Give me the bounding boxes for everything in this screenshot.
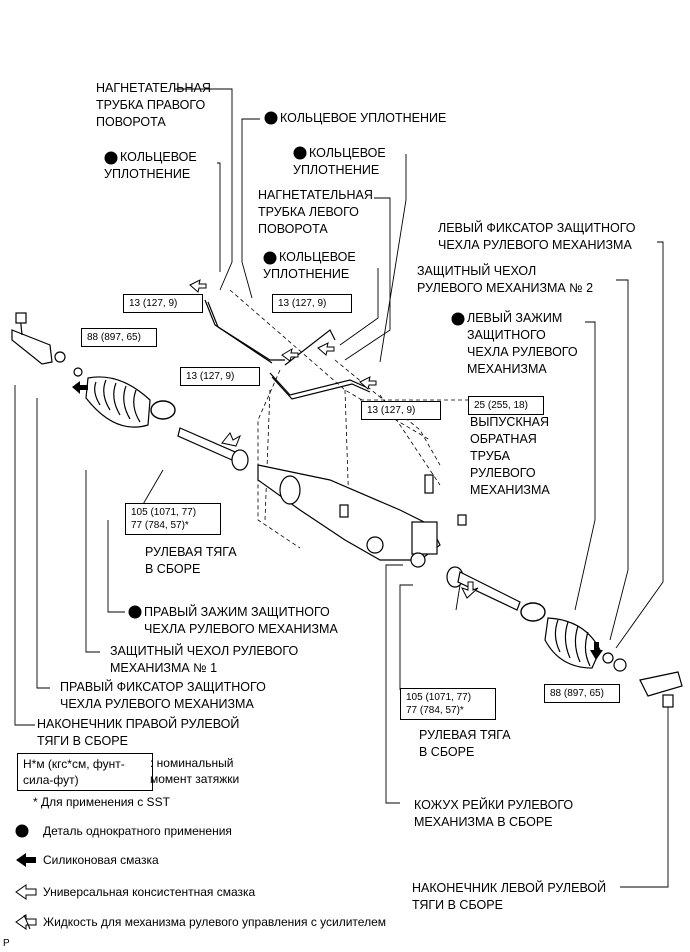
label-o-ring-left-text: КОЛЬЦЕВОЕ УПЛОТНЕНИЕ bbox=[104, 150, 197, 181]
single-use-markers bbox=[15, 111, 465, 838]
legend-unit-text: : номинальный момент затяжки bbox=[150, 756, 240, 786]
legend-fluid: Жидкость для механизма рулевого управлен… bbox=[43, 915, 386, 929]
open-arrows bbox=[221, 432, 479, 599]
label-o-ring-top-text: КОЛЬЦЕВОЕ УПЛОТНЕНИЕ bbox=[280, 111, 447, 125]
torque-box-4: 13 (127, 9) bbox=[361, 401, 441, 420]
return-tube bbox=[424, 474, 434, 494]
fluid-arrows bbox=[189, 279, 377, 390]
label-left-turn-pressure-tube: НАГНЕТАТЕЛЬНАЯ ТРУБКА ЛЕВОГО ПОВОРОТА bbox=[258, 188, 373, 236]
footer-code: P bbox=[3, 938, 10, 949]
label-right-turn-pressure-tube: НАГНЕТАТЕЛЬНАЯ ТРУБКА ПРАВОГО ПОВОРОТА bbox=[96, 81, 211, 129]
left-rack-boot bbox=[544, 617, 601, 669]
label-o-ring-mid: КОЛЬЦЕВОЕ УПЛОТНЕНИЕ bbox=[263, 249, 356, 283]
right-tie-rod-end bbox=[11, 312, 53, 365]
torque-box-2: 13 (127, 9) bbox=[272, 294, 352, 313]
left-boot-clip bbox=[602, 652, 614, 664]
label-return-tube: ВЫПУСКНАЯ ОБРАТНАЯ ТРУБА РУЛЕВОГО МЕХАНИ… bbox=[470, 415, 550, 497]
left-boot-clamp bbox=[520, 602, 546, 622]
label-right-tie-rod-end: НАКОНЕЧНИК ПРАВОЙ РУЛЕВОЙ ТЯГИ В СБОРЕ bbox=[37, 717, 240, 748]
grease-arrows bbox=[72, 381, 603, 660]
legend-sst: * Для применения с SST bbox=[33, 795, 170, 809]
torque-box-5: 88 (897, 65) bbox=[81, 328, 157, 347]
torque-box-6: 25 (255, 18) bbox=[468, 396, 544, 415]
legend-grease: Универсальная консистентная смазка bbox=[43, 885, 256, 899]
label-boot-no1: ЗАЩИТНЫЙ ЧЕХОЛ РУЛЕВОГО МЕХАНИЗМА № 1 bbox=[110, 644, 299, 675]
label-o-ring-left: КОЛЬЦЕВОЕ УПЛОТНЕНИЕ bbox=[104, 149, 197, 183]
label-rack-housing: КОЖУХ РЕЙКИ РУЛЕВОГО МЕХАНИЗМА В СБОРЕ bbox=[414, 798, 574, 829]
torque-box-9: 88 (897, 65) bbox=[544, 684, 620, 703]
label-left-boot-retainer: ЛЕВЫЙ ФИКСАТОР ЗАЩИТНОГО ЧЕХЛА РУЛЕВОГО … bbox=[438, 221, 636, 252]
rack-housing bbox=[257, 464, 467, 568]
label-o-ring-right: КОЛЬЦЕВОЕ УПЛОТНЕНИЕ bbox=[293, 145, 386, 179]
label-boot-no2: ЗАЩИТНЫЙ ЧЕХОЛ РУЛЕВОГО МЕХАНИЗМА № 2 bbox=[417, 264, 594, 295]
label-o-ring-right-text: КОЛЬЦЕВОЕ УПЛОТНЕНИЕ bbox=[293, 146, 386, 177]
torque-box-1: 13 (127, 9) bbox=[123, 294, 203, 313]
label-right-boot-clamp-text: ПРАВЫЙ ЗАЖИМ ЗАЩИТНОГО ЧЕХЛА РУЛЕВОГО МЕ… bbox=[144, 605, 338, 636]
pressure-tubes bbox=[204, 299, 371, 400]
left-tie-rod-end bbox=[639, 671, 683, 708]
label-left-boot-clamp: ЛЕВЫЙ ЗАЖИМ ЗАЩИТНОГО ЧЕХЛА РУЛЕВОГО МЕХ… bbox=[451, 310, 578, 378]
torque-box-3: 13 (127, 9) bbox=[180, 367, 260, 386]
label-left-boot-clamp-text: ЛЕВЫЙ ЗАЖИМ ЗАЩИТНОГО ЧЕХЛА РУЛЕВОГО МЕХ… bbox=[467, 311, 578, 376]
torque-box-8: 105 (1071, 77) 77 (784, 57)* bbox=[400, 688, 496, 720]
legend-silicone: Силиконовая смазка bbox=[43, 853, 159, 867]
torque-box-7: 105 (1071, 77) 77 (784, 57)* bbox=[125, 503, 221, 535]
label-o-ring-mid-text: КОЛЬЦЕВОЕ УПЛОТНЕНИЕ bbox=[263, 250, 356, 281]
label-tie-rod-right: РУЛЕВАЯ ТЯГА В СБОРЕ bbox=[145, 545, 237, 576]
right-boot-clip bbox=[54, 351, 83, 377]
label-left-tie-rod-end: НАКОНЕЧНИК ЛЕВОЙ РУЛЕВОЙ ТЯГИ В СБОРЕ bbox=[412, 881, 607, 912]
right-tie-rod bbox=[177, 427, 249, 471]
right-rack-boot bbox=[85, 376, 151, 428]
left-tie-rod-nut bbox=[613, 658, 627, 672]
label-right-boot-clamp: ПРАВЫЙ ЗАЖИМ ЗАЩИТНОГО ЧЕХЛА РУЛЕВОГО МЕ… bbox=[128, 604, 338, 638]
right-boot-clamp bbox=[150, 400, 176, 420]
legend-single-use: Деталь однократного применения bbox=[43, 824, 232, 838]
label-right-boot-retainer: ПРАВЫЙ ФИКСАТОР ЗАЩИТНОГО ЧЕХЛА РУЛЕВОГО… bbox=[60, 680, 266, 711]
label-tie-rod-left: РУЛЕВАЯ ТЯГА В СБОРЕ bbox=[419, 728, 511, 759]
left-tie-rod bbox=[446, 566, 521, 611]
label-o-ring-top: КОЛЬЦЕВОЕ УПЛОТНЕНИЕ bbox=[264, 110, 446, 127]
legend-unit-box: Н*м (кгс*см, фунт- сила-фут) bbox=[17, 753, 153, 791]
legend-icons bbox=[15, 853, 37, 930]
